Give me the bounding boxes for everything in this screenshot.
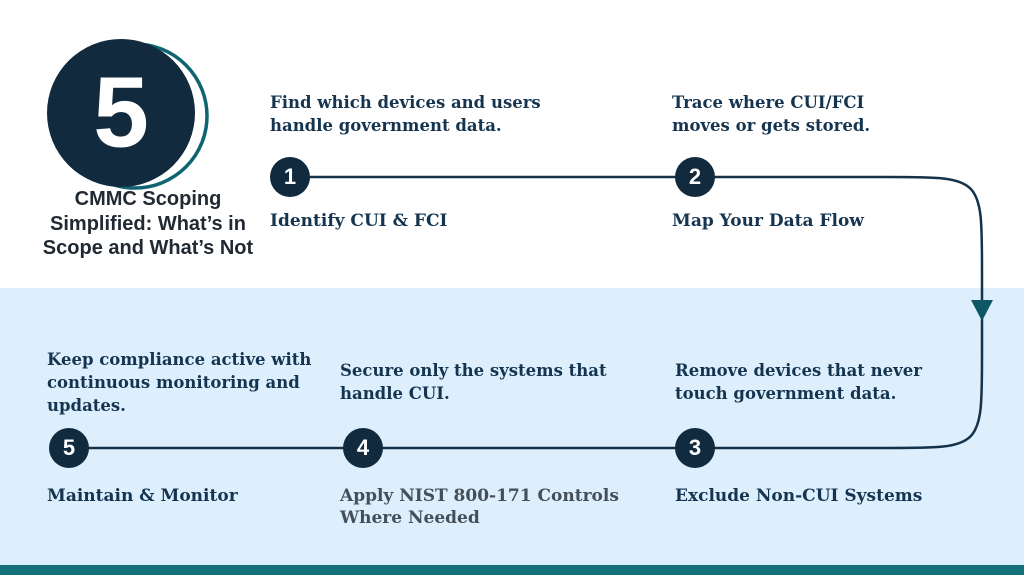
step-4-number: 4 xyxy=(356,435,370,460)
step-1-description: Find which devices and users handle gove… xyxy=(270,93,541,135)
step-4-circle: 4 xyxy=(343,428,383,468)
step-4-description: Secure only the systems that handle CUI. xyxy=(340,361,607,403)
step-2-description: Trace where CUI/FCI moves or gets stored… xyxy=(672,93,871,135)
step-3-circle: 3 xyxy=(675,428,715,468)
step-1-label: Identify CUI & FCI xyxy=(270,211,448,231)
step-3-number: 3 xyxy=(688,435,702,460)
title-line-2: Simplified: What’s in xyxy=(50,212,246,235)
infographic-title: CMMC Scoping Simplified: What’s in Scope… xyxy=(28,187,268,261)
step-2-number: 2 xyxy=(688,164,702,189)
step-1-circle: 1 xyxy=(270,157,310,197)
step-3-label: Exclude Non-CUI Systems xyxy=(675,486,923,506)
title-line-3: Scope and What’s Not xyxy=(42,237,254,260)
step-4-label: Apply NIST 800-171 Controls Where Needed xyxy=(340,486,619,529)
flow-arrow-down-icon xyxy=(971,300,993,321)
bottom-accent-bar xyxy=(0,565,1024,575)
step-5-description: Keep compliance active with continuous m… xyxy=(47,350,312,415)
lower-section-background xyxy=(0,288,1024,575)
step-2-circle: 2 xyxy=(675,157,715,197)
brand-big-number: 5 xyxy=(93,56,149,168)
step-5-number: 5 xyxy=(62,435,76,460)
step-2-label: Map Your Data Flow xyxy=(672,211,864,231)
brand-circle xyxy=(47,39,195,187)
step-5-label: Maintain & Monitor xyxy=(47,486,238,506)
title-line-1: CMMC Scoping xyxy=(74,188,222,210)
brand-badge: 5 xyxy=(47,39,209,190)
step-1-number: 1 xyxy=(283,164,297,189)
step-5-circle: 5 xyxy=(49,428,89,468)
step-3-description: Remove devices that never touch governme… xyxy=(675,361,922,403)
